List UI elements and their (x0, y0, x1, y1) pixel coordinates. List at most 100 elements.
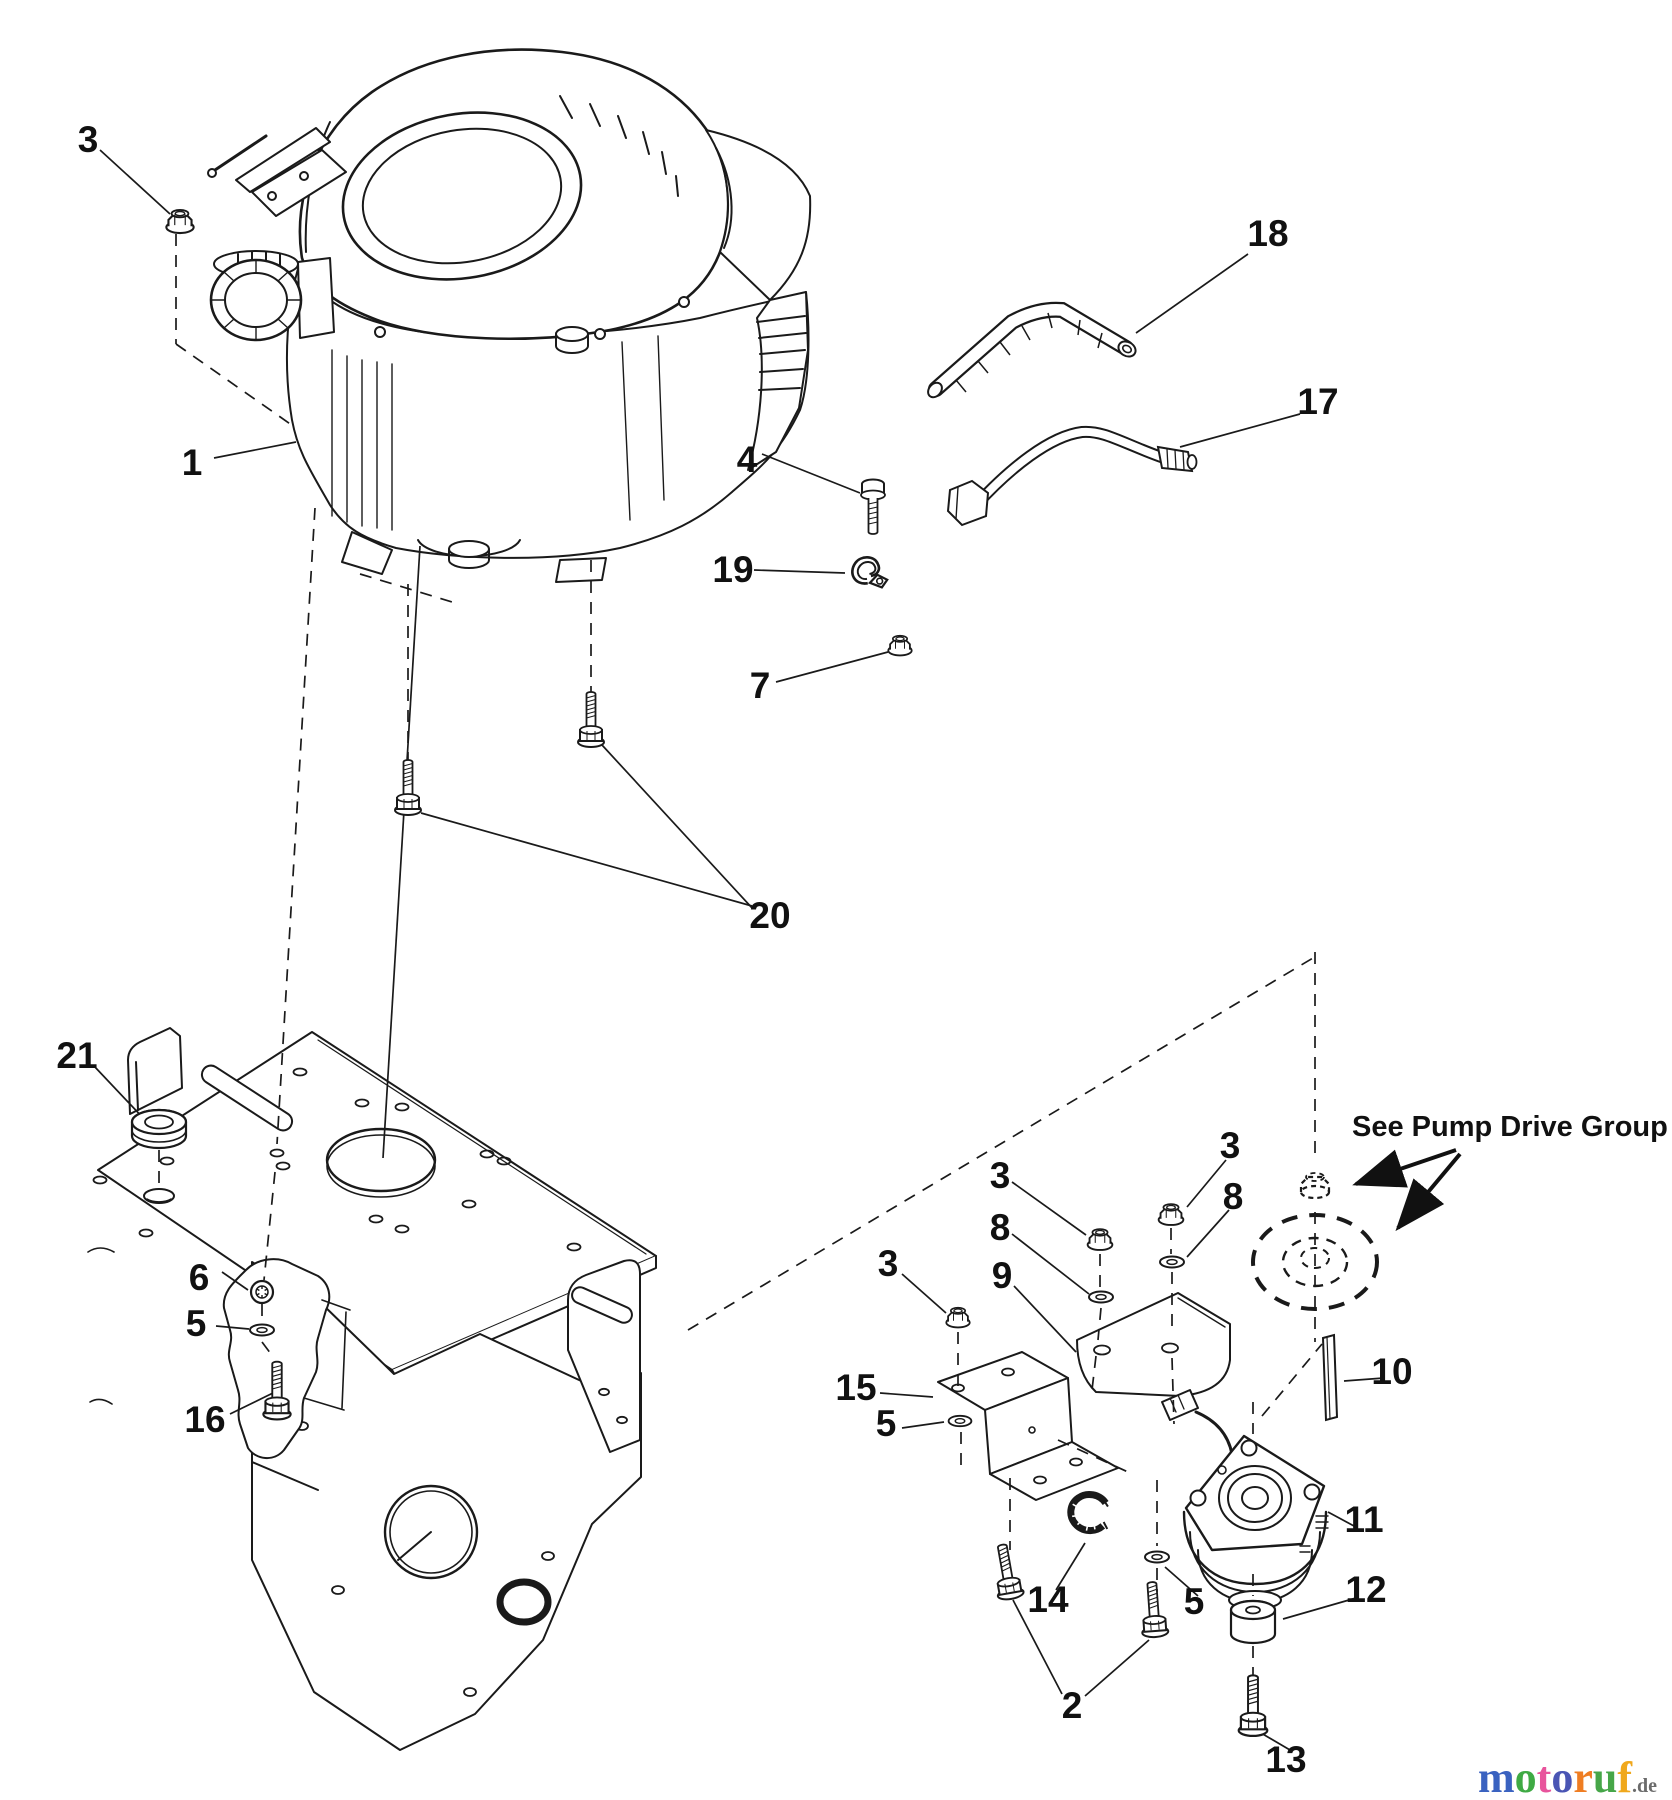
retainer-clip-14-icon (1067, 1491, 1113, 1535)
leader-line (215, 1325, 250, 1330)
callout-5c: 5 (1184, 1581, 1205, 1622)
callout-10: 10 (1371, 1351, 1412, 1392)
note-arrow (1352, 1148, 1457, 1188)
pump-drive-nut-ref-icon (1299, 1171, 1331, 1200)
callout-12: 12 (1345, 1569, 1386, 1610)
callout-leader-lines (93, 149, 1385, 1751)
callout-3d: 3 (1220, 1125, 1241, 1166)
shoulder-bolt-4-icon (860, 478, 886, 535)
leader-line (1260, 1732, 1291, 1751)
dashed-line (276, 507, 316, 1145)
reference-note: See Pump Drive Group (1352, 1111, 1668, 1143)
hose-18-drawing (927, 301, 1137, 399)
projection-dashed-lines (158, 234, 1323, 1676)
washer-8-right-icon (1159, 1255, 1185, 1269)
callout-16: 16 (184, 1399, 225, 1440)
callout-8a: 8 (990, 1207, 1011, 1248)
leader-line (761, 453, 861, 494)
note-arrow (1395, 1152, 1462, 1232)
dashed-line (263, 1171, 276, 1281)
washer-8-left-icon (1088, 1290, 1114, 1304)
leader-line (213, 441, 297, 459)
engine-drawing (207, 48, 812, 583)
note-arrows (1352, 1148, 1462, 1232)
locknut-3-stud-left-icon (1086, 1228, 1114, 1251)
locknut-3-stud-right-icon (1157, 1203, 1185, 1226)
callout-6: 6 (189, 1257, 210, 1298)
callout-18: 18 (1247, 213, 1288, 254)
dashed-line (1057, 1439, 1129, 1473)
leader-line (1011, 1181, 1087, 1236)
dashed-line (1261, 1343, 1323, 1417)
grommet-21-icon (130, 1108, 188, 1150)
leader-line (1179, 413, 1301, 448)
callout-9: 9 (992, 1255, 1013, 1296)
callout-3b: 3 (878, 1243, 899, 1284)
dashed-line (1097, 1307, 1102, 1341)
leader-line (229, 1391, 276, 1415)
motoruf-logo: motoruf.de (1478, 1753, 1657, 1800)
hose-17-drawing (946, 425, 1198, 527)
leader-line (1013, 1285, 1077, 1353)
screw-6-icon (249, 1279, 275, 1305)
leader-line (1327, 1511, 1355, 1527)
dashed-line (175, 343, 297, 429)
callout-20: 20 (749, 895, 790, 936)
callout-4: 4 (737, 439, 758, 480)
callout-21: 21 (56, 1035, 97, 1076)
leader-line (901, 1273, 947, 1314)
dashed-line (687, 957, 1314, 1331)
leader-line (1011, 1233, 1090, 1295)
anchor-plate-9-drawing (1076, 1292, 1231, 1397)
engine-bolt-20-left-icon (394, 759, 422, 816)
callout-1: 1 (182, 442, 203, 483)
engine-bolt-20-right-icon (577, 691, 605, 748)
callout-19: 19 (712, 549, 753, 590)
leader-line (1186, 1159, 1227, 1208)
callout-13: 13 (1265, 1739, 1306, 1780)
leader-line (1135, 253, 1249, 334)
mount-bracket-16-drawing (222, 1258, 351, 1459)
leader-line (1164, 1566, 1199, 1597)
clutch-bolt-13-icon (1237, 1674, 1269, 1738)
clutch-bolt-2-mid-icon (1137, 1580, 1170, 1639)
leader-line (753, 569, 846, 574)
leader-line (901, 1421, 945, 1429)
locknut-7-icon (887, 634, 913, 657)
washer-5-right-icon (1144, 1550, 1170, 1564)
leader-line (1055, 1542, 1086, 1591)
leader-line (601, 744, 754, 910)
dashed-line (359, 573, 453, 603)
callout-15: 15 (835, 1367, 876, 1408)
leader-line (1343, 1377, 1385, 1382)
washer-5-left-icon (249, 1323, 275, 1337)
spacer-12-icon (1229, 1599, 1277, 1645)
callout-3c: 3 (990, 1155, 1011, 1196)
callout-11: 11 (1344, 1499, 1383, 1540)
clutch-11-drawing (1161, 1389, 1329, 1610)
callout-3a: 3 (78, 119, 99, 160)
leader-line (775, 651, 889, 683)
leader-line (382, 545, 421, 1159)
square-key-10-icon (1322, 1334, 1338, 1421)
callout-8b: 8 (1223, 1176, 1244, 1217)
clutch-bolt-2-left-icon (988, 1541, 1026, 1603)
leader-line (420, 812, 753, 907)
leader-line (1186, 1209, 1230, 1258)
callout-17: 17 (1297, 381, 1338, 422)
cable-clamp-19-icon (848, 553, 890, 594)
watermark: motoruf.de (1478, 1753, 1657, 1800)
callout-5b: 5 (876, 1403, 897, 1444)
callout-7: 7 (750, 665, 771, 706)
bracket-15-drawing (937, 1351, 1119, 1501)
frame-plate-drawing (87, 1027, 657, 1751)
locknut-3-bracket-icon (945, 1306, 971, 1329)
leader-line (1282, 1597, 1357, 1620)
callout-2: 2 (1062, 1685, 1083, 1726)
leader-line (221, 1271, 249, 1291)
dashed-line (1091, 1355, 1097, 1391)
dashed-line (261, 1341, 272, 1355)
